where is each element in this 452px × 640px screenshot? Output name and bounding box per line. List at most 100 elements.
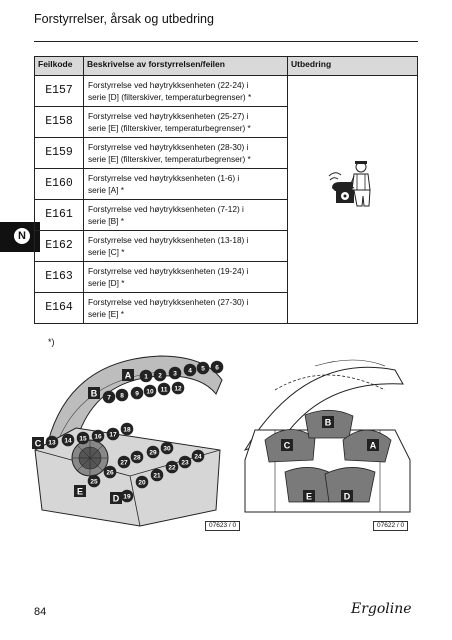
fault-description: Forstyrrelse ved høytrykksenheten (19-24… (83, 261, 288, 293)
fault-description: Forstyrrelse ved høytrykksenheten (27-30… (83, 292, 288, 324)
lamp-marker-3: 3 (168, 366, 182, 380)
svg-text:21: 21 (153, 472, 161, 479)
svg-text:D: D (113, 494, 120, 504)
description-line: serie [E] (filterskiver, temperaturbegre… (88, 123, 251, 133)
lamp-marker-22: 22 (165, 460, 179, 474)
svg-text:28: 28 (133, 454, 141, 461)
figure-reference-left: 07623 / 0 (205, 521, 241, 531)
figure-reference-right: 07622 / 0 (373, 521, 409, 531)
lamp-marker-2: 2 (153, 368, 167, 382)
svg-text:A: A (370, 441, 377, 451)
table-row: E164 Forstyrrelse ved høytrykksenheten (… (34, 292, 418, 324)
svg-text:5: 5 (201, 365, 205, 372)
description-line: serie [E] * (88, 309, 124, 319)
lamp-marker-24: 24 (191, 449, 205, 463)
description-line: Forstyrrelse ved høytrykksenheten (13-18… (88, 235, 249, 245)
lamp-marker-6: 6 (210, 360, 224, 374)
svg-text:18: 18 (123, 426, 131, 433)
svg-text:10: 10 (146, 388, 154, 395)
svg-text:4: 4 (188, 367, 192, 374)
lamp-marker-29: 29 (146, 445, 160, 459)
svg-text:14: 14 (64, 437, 72, 444)
table-row: E163 Forstyrrelse ved høytrykksenheten (… (34, 261, 418, 293)
description-line: serie [C] * (88, 247, 125, 257)
lamp-marker-28: 28 (130, 450, 144, 464)
svg-text:2: 2 (158, 372, 162, 379)
svg-text:3: 3 (173, 370, 177, 377)
lamp-marker-10: 10 (143, 384, 157, 398)
series-labels: A B C D E (32, 369, 134, 504)
lamp-marker-13: 13 (45, 435, 59, 449)
language-tab: N (0, 222, 40, 252)
canopy-series-layout-figure: A B C D E (243, 359, 411, 513)
lamp-marker-4: 4 (183, 363, 197, 377)
table-row: E159 Forstyrrelse ved høytrykksenheten (… (34, 137, 418, 169)
series-label-e: E (303, 490, 315, 502)
series-label-c: C (32, 437, 44, 449)
lamp-marker-1: 1 (139, 369, 153, 383)
series-label-b: B (88, 387, 100, 399)
lamp-marker-14: 14 (61, 433, 75, 447)
svg-text:12: 12 (174, 385, 182, 392)
svg-text:19: 19 (123, 493, 131, 500)
page-header-title: Forstyrrelser, årsak og utbedring (34, 12, 214, 26)
svg-text:25: 25 (90, 478, 98, 485)
svg-text:C: C (284, 441, 291, 451)
series-label-a: A (122, 369, 134, 381)
svg-text:11: 11 (161, 386, 168, 393)
lamp-marker-30: 30 (160, 441, 174, 455)
svg-text:29: 29 (149, 449, 157, 456)
description-line: serie [D] (filterskiver, temperaturbegre… (88, 92, 252, 102)
description-line: Forstyrrelse ved høytrykksenheten (19-24… (88, 266, 249, 276)
fault-code: E161 (34, 199, 84, 231)
fault-description: Forstyrrelse ved høytrykksenheten (13-18… (83, 230, 288, 262)
fault-code: E164 (34, 292, 84, 324)
svg-text:9: 9 (135, 390, 139, 397)
fault-description: Forstyrrelse ved høytrykksenheten (22-24… (83, 75, 288, 107)
lamp-marker-9: 9 (130, 386, 144, 400)
description-line: Forstyrrelse ved høytrykksenheten (7-12)… (88, 204, 244, 214)
footnote-marker: *) (48, 337, 55, 347)
svg-text:27: 27 (120, 459, 128, 466)
lamp-marker-16: 16 (91, 429, 105, 443)
svg-text:E: E (77, 487, 83, 497)
svg-text:30: 30 (163, 445, 171, 452)
svg-text:7: 7 (107, 394, 111, 401)
series-label-b: B (322, 416, 334, 428)
table-row: E162 Forstyrrelse ved høytrykksenheten (… (34, 230, 418, 262)
svg-text:E: E (306, 492, 312, 502)
svg-text:26: 26 (106, 469, 114, 476)
header-divider (34, 41, 418, 42)
table-row: E158 Forstyrrelse ved høytrykksenheten (… (34, 106, 418, 138)
svg-text:23: 23 (181, 459, 189, 466)
description-line: Forstyrrelse ved høytrykksenheten (28-30… (88, 142, 249, 152)
series-label-d: D (341, 490, 353, 502)
fault-code: E158 (34, 106, 84, 138)
lamp-marker-25: 25 (87, 474, 101, 488)
description-line: Forstyrrelse ved høytrykksenheten (27-30… (88, 297, 249, 307)
svg-text:17: 17 (109, 431, 117, 438)
lamp-marker-23: 23 (178, 455, 192, 469)
series-labels: A B C D E (281, 416, 379, 502)
lamp-marker-5: 5 (196, 361, 210, 375)
svg-text:C: C (35, 439, 42, 449)
remedy-cell (287, 75, 418, 324)
description-line: serie [D] * (88, 278, 125, 288)
fault-code: E160 (34, 168, 84, 200)
description-line: serie [E] (filterskiver, temperaturbegre… (88, 154, 251, 164)
svg-text:20: 20 (138, 479, 146, 486)
lamp-marker-17: 17 (106, 427, 120, 441)
svg-text:22: 22 (168, 464, 176, 471)
table-row: E160 Forstyrrelse ved høytrykksenheten (… (34, 168, 418, 200)
table-row: E161 Forstyrrelse ved høytrykksenheten (… (34, 199, 418, 231)
page-number: 84 (34, 606, 47, 618)
fault-code: E163 (34, 261, 84, 293)
series-label-a: A (367, 439, 379, 451)
description-line: Forstyrrelse ved høytrykksenheten (22-24… (88, 80, 249, 90)
svg-text:1: 1 (144, 373, 148, 380)
svg-text:8: 8 (120, 392, 124, 399)
fault-description: Forstyrrelse ved høytrykksenheten (1-6) … (83, 168, 288, 200)
series-label-d: D (110, 492, 122, 504)
